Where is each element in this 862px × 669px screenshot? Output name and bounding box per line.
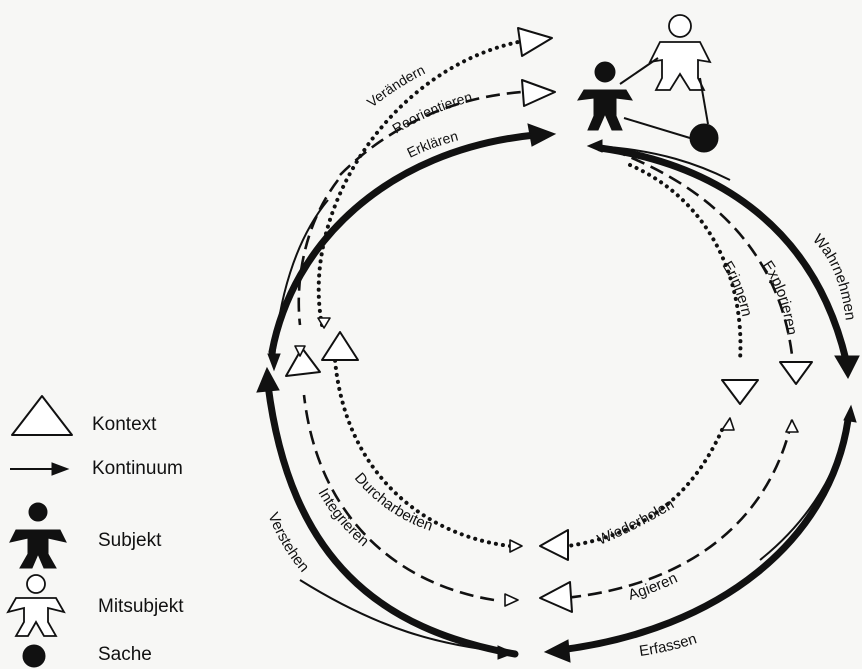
thick-arrow-erfassen: [543, 416, 852, 663]
label-wiederholen: Wiederholen: [595, 496, 677, 549]
legend-label-subjekt: Subjekt: [98, 530, 162, 551]
mitsubjekt-figure-top: [648, 14, 712, 91]
dotted-veraendern: [316, 40, 520, 327]
thick-arrow-verstehen: [256, 366, 519, 658]
arrowhead-dotted-left: [317, 317, 331, 329]
dashed-reorientieren: [297, 179, 340, 326]
kontext-icon: [11, 395, 73, 436]
kontext-triangle-bottom2: [539, 581, 573, 613]
label-wahrnehmen: Wahrnehmen: [809, 231, 859, 321]
dashed-agieren: [564, 419, 794, 600]
label-durcharbeiten: Durcharbeiten: [351, 469, 435, 534]
label-explorieren: Explorieren: [759, 258, 800, 337]
thin-arrow-left-down: [267, 199, 329, 372]
arrowhead-dotted-bottom: [509, 539, 523, 553]
label-veraendern: Verändern: [364, 62, 428, 111]
kontext-triangle-right1: [721, 379, 759, 405]
thin-arrow-right-up: [759, 404, 857, 561]
label-reorientieren: Reorientieren: [389, 88, 474, 136]
relation-line-1: [619, 57, 659, 85]
legend-item-mitsubjekt: Mitsubjekt: [6, 574, 184, 637]
relation-line-3: [699, 77, 709, 125]
arrowhead-dashed-right: [785, 419, 799, 433]
kontext-triangle-bottom1: [539, 529, 569, 561]
legend-item-kontext: Kontext: [11, 395, 157, 436]
dotted-erinnern: [628, 163, 743, 362]
kontinuum-arrow-icon: [10, 462, 70, 476]
relation-line-2: [623, 117, 691, 139]
legend: Kontext Kontinuum Subjekt Mitsubjekt: [6, 395, 184, 668]
dotted-durcharbeiten: [333, 358, 512, 548]
subjekt-figure-top: [577, 61, 633, 131]
dashed-explorieren: [611, 148, 794, 356]
legend-label-kontext: Kontext: [92, 414, 157, 435]
mitsubjekt-icon: [6, 574, 66, 637]
thick-arrow-erklaeren: [268, 123, 557, 356]
kontext-triangle-top1: [517, 27, 553, 57]
kontext-triangle-left1: [321, 331, 359, 361]
sache-icon: [22, 644, 46, 668]
legend-label-sache: Sache: [98, 644, 152, 665]
sache-circle-top: [689, 123, 719, 153]
legend-item-subjekt: Subjekt: [9, 502, 162, 569]
dashed-reorientieren-top: [339, 90, 523, 176]
arrowhead-dashed-left: [294, 345, 306, 357]
kontext-triangle-left2: [285, 347, 321, 377]
subjekt-icon: [9, 502, 67, 569]
kontext-triangle-right2: [779, 361, 813, 385]
dashed-integrieren: [302, 394, 495, 602]
arrowhead-dotted-right: [721, 417, 735, 431]
legend-label-mitsubjekt: Mitsubjekt: [98, 596, 184, 617]
label-erfassen: Erfassen: [638, 630, 699, 660]
legend-item-kontinuum: Kontinuum: [10, 458, 183, 479]
thick-arrow-wahrnehmen: [596, 144, 860, 380]
label-erinnern: Erinnern: [719, 258, 756, 318]
arrowhead-dashed-bottom: [504, 593, 519, 607]
label-agieren: Agieren: [626, 570, 680, 604]
kontext-triangle-top2: [521, 79, 556, 107]
legend-label-kontinuum: Kontinuum: [92, 458, 183, 479]
dotted-wiederholen: [566, 428, 724, 548]
legend-item-sache: Sache: [22, 644, 152, 668]
thin-arrow-top-right: [586, 139, 731, 181]
thin-arrow-bottom-left: [299, 579, 516, 660]
